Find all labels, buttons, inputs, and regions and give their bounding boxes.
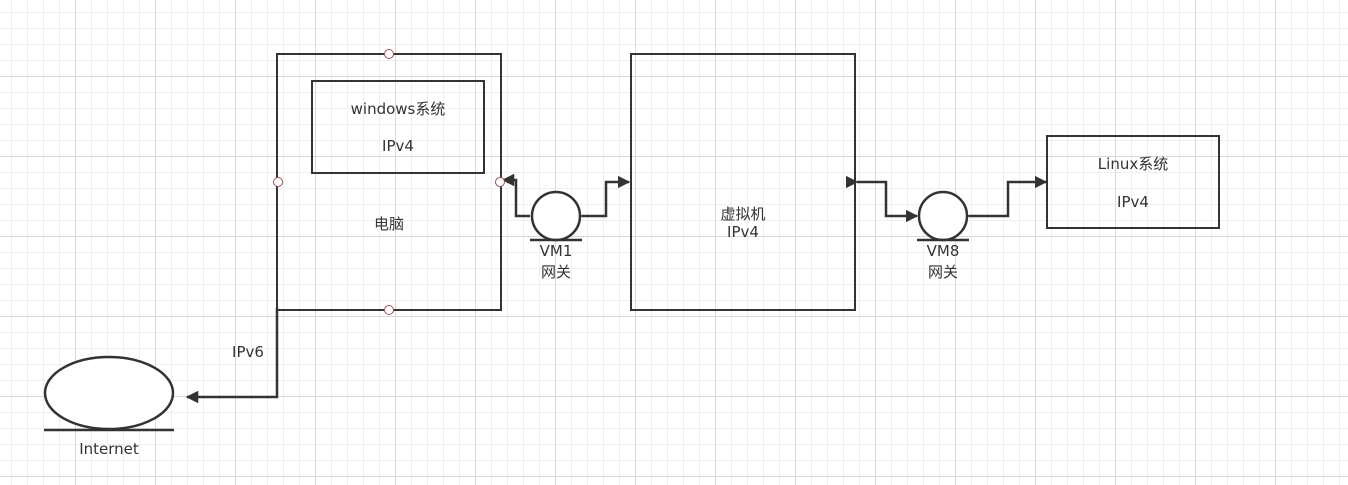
linux-system-name: Linux系统 <box>1097 155 1169 173</box>
vm1-role: 网关 <box>540 263 572 281</box>
virtual-machine-box[interactable] <box>630 53 856 311</box>
connector-virtual-machine-vm8[interactable] <box>845 175 919 223</box>
connector-computer-vm1[interactable] <box>501 173 530 218</box>
virtual-machine-name: 虚拟机 <box>720 205 766 223</box>
computer-label: 电脑 <box>373 215 405 233</box>
connector-computer-internet[interactable] <box>185 308 279 404</box>
linux-system-protocol: IPv4 <box>1117 193 1149 211</box>
vm8-name: VM8 <box>926 242 960 260</box>
internet-cloud-icon[interactable] <box>43 355 175 432</box>
vm8-role: 网关 <box>927 263 959 281</box>
linux-system-box[interactable] <box>1046 135 1220 229</box>
windows-system-protocol: IPv4 <box>382 137 414 155</box>
connector-vm8-linux[interactable] <box>957 175 1048 223</box>
uplink-protocol-label: IPv6 <box>232 343 264 361</box>
windows-system-box[interactable] <box>311 80 485 174</box>
connector-vm1-virtual-machine[interactable] <box>570 175 631 223</box>
vm1-name: VM1 <box>539 242 573 260</box>
internet-label: Internet <box>79 440 139 458</box>
virtual-machine-protocol: IPv4 <box>727 223 759 241</box>
windows-system-name: windows系统 <box>350 100 446 118</box>
vm8-gateway-icon[interactable] <box>917 190 969 242</box>
vm1-gateway-icon[interactable] <box>530 190 582 242</box>
